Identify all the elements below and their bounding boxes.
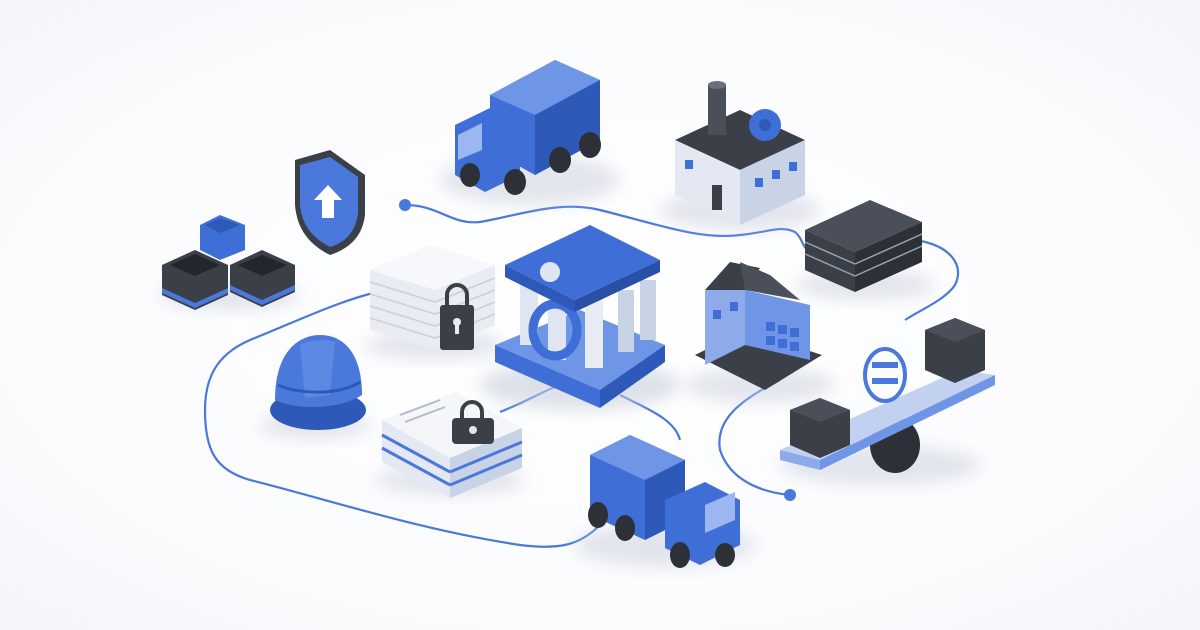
hard-hat-icon: [260, 335, 370, 439]
server-stack-icon: [795, 200, 935, 300]
locked-papers-icon: [375, 392, 525, 498]
shield-upload-icon: [295, 150, 365, 255]
connector-right: [904, 238, 960, 321]
connector-node: [399, 199, 411, 211]
hexagon-blocks-icon: [160, 215, 300, 310]
connector-top: [404, 203, 816, 254]
balance-scale-icon: [780, 318, 995, 485]
bank-building-icon: [480, 225, 680, 410]
delivery-truck-icon: [575, 435, 755, 568]
factory-gear-icon: [660, 81, 820, 230]
warehouse-icon: [685, 262, 835, 403]
connector-left-loop: [203, 288, 601, 548]
delivery-truck-icon: [440, 60, 620, 205]
connector-node: [784, 489, 796, 501]
locked-document-stack-icon: [365, 245, 505, 360]
